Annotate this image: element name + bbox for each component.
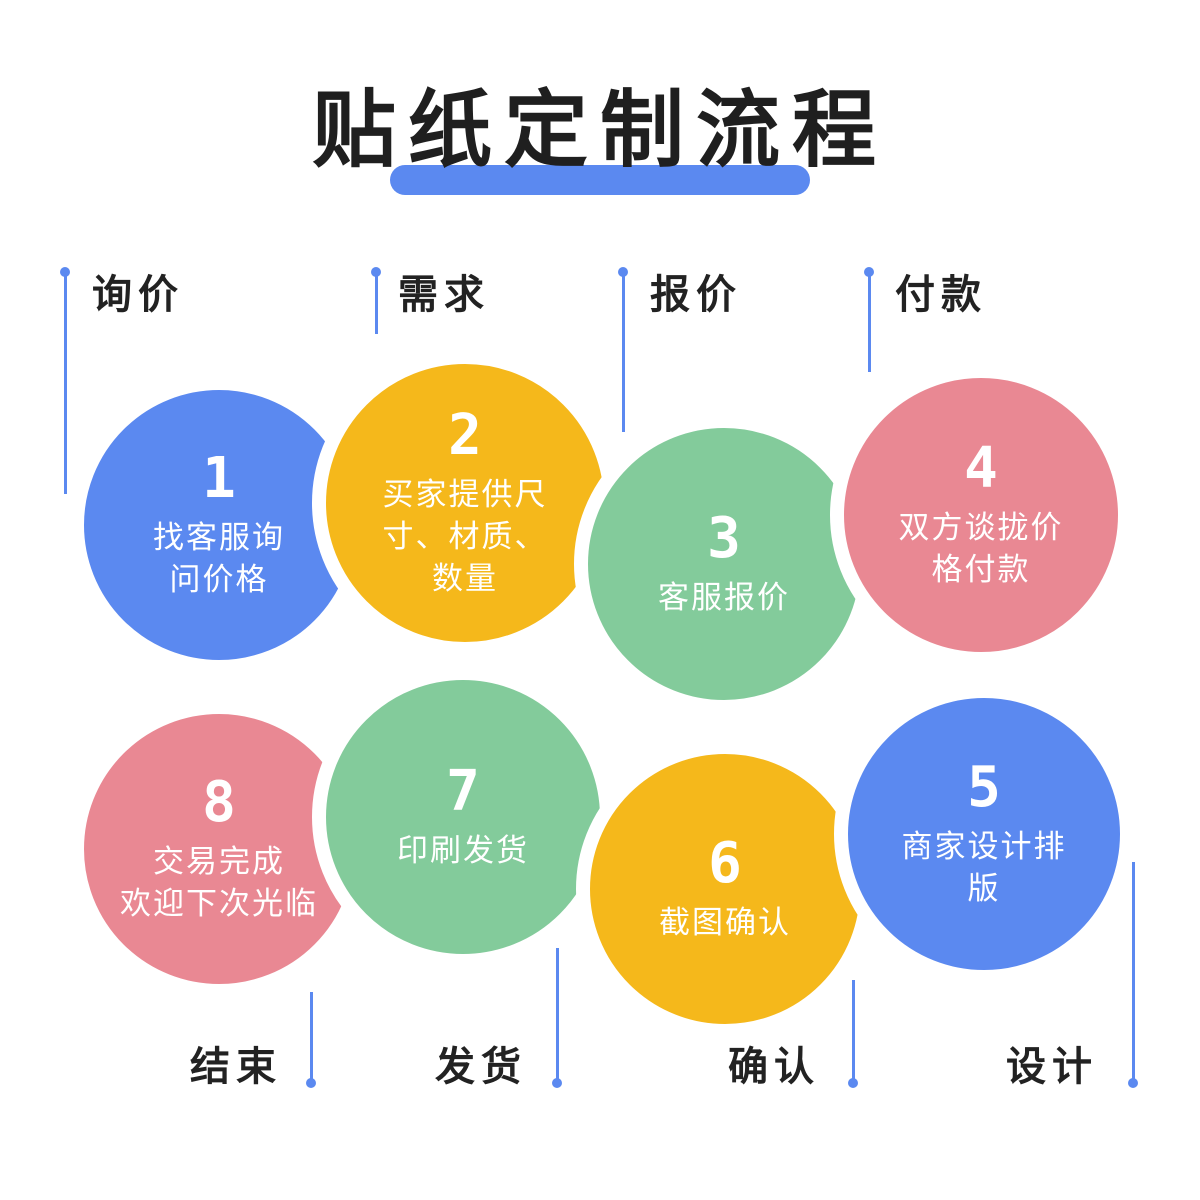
step-7-number: 7 xyxy=(446,759,480,824)
step-1-description: 找客服询 问价格 xyxy=(153,520,285,598)
top-dot-1 xyxy=(60,267,70,277)
step-3-number: 3 xyxy=(707,506,741,571)
title-underline-bar xyxy=(390,165,810,195)
step-4-circle: 4 双方谈拢价 格付款 xyxy=(830,364,1132,666)
step-3-circle: 3 客服报价 xyxy=(574,414,874,714)
top-line-3 xyxy=(622,272,625,432)
label-quote: 报价 xyxy=(650,272,742,318)
step-6-circle: 6 截图确认 xyxy=(576,740,874,1038)
label-confirm: 确认 xyxy=(728,1044,820,1090)
label-end: 结束 xyxy=(190,1044,282,1090)
bottom-line-3 xyxy=(852,980,855,1082)
step-2-description: 买家提供尺 寸、材质、 数量 xyxy=(382,477,548,597)
step-3-description: 客服报价 xyxy=(658,580,790,616)
step-5-description: 商家设计排 版 xyxy=(901,829,1067,907)
label-shipping: 发货 xyxy=(435,1044,527,1090)
bottom-dot-3 xyxy=(848,1078,858,1088)
step-4-description: 双方谈拢价 格付款 xyxy=(898,510,1064,588)
step-8-description: 交易完成 欢迎下次光临 xyxy=(120,844,318,922)
top-dot-3 xyxy=(618,267,628,277)
step-4-number: 4 xyxy=(964,436,998,501)
label-design: 设计 xyxy=(1006,1044,1098,1090)
step-5-circle: 5 商家设计排 版 xyxy=(834,684,1134,984)
bottom-line-1 xyxy=(310,992,313,1082)
page-title: 贴纸定制流程 xyxy=(311,81,888,179)
label-inquiry: 询价 xyxy=(92,272,184,318)
step-6-number: 6 xyxy=(708,831,742,896)
top-line-4 xyxy=(868,272,871,372)
step-2-circle: 2 买家提供尺 寸、材质、 数量 xyxy=(312,350,618,656)
step-1-number: 1 xyxy=(202,446,236,511)
top-dot-4 xyxy=(864,267,874,277)
title-area: 贴纸定制流程 xyxy=(0,70,1200,200)
step-7-circle: 7 印刷发货 xyxy=(312,666,614,968)
top-line-1 xyxy=(64,272,67,494)
step-2-number: 2 xyxy=(448,403,482,468)
top-line-2 xyxy=(375,272,378,334)
step-7-description: 印刷发货 xyxy=(397,833,529,869)
bottom-line-2 xyxy=(556,948,559,1082)
step-6-description: 截图确认 xyxy=(659,905,791,941)
bottom-dot-1 xyxy=(306,1078,316,1088)
label-payment: 付款 xyxy=(895,272,987,318)
bottom-dot-2 xyxy=(552,1078,562,1088)
step-5-number: 5 xyxy=(967,755,1001,820)
bottom-dot-4 xyxy=(1128,1078,1138,1088)
bottom-line-4 xyxy=(1132,862,1135,1082)
step-8-number: 8 xyxy=(202,770,236,835)
label-requirement: 需求 xyxy=(398,272,490,318)
top-dot-2 xyxy=(371,267,381,277)
